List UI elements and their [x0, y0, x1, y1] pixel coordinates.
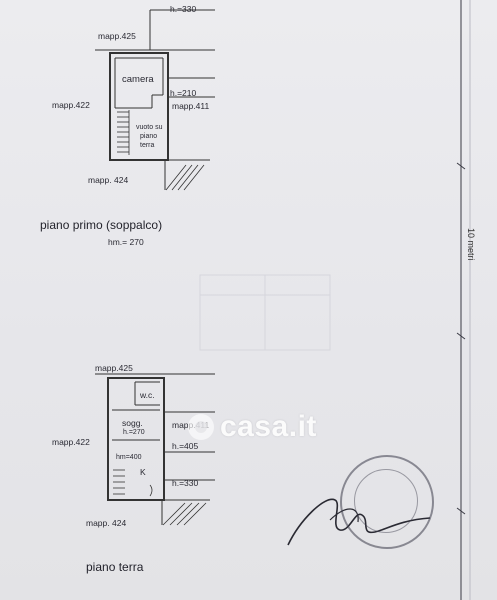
ground-k: K — [140, 467, 146, 477]
stamp-inner-ring — [354, 469, 418, 533]
casa-watermark: casa.it — [188, 410, 317, 444]
upper-void-line-3: terra — [140, 142, 155, 149]
ground-wc: w.c. — [140, 390, 155, 400]
ground-sogg: sogg. — [122, 418, 143, 428]
upper-mapp-422: mapp.422 — [52, 100, 90, 110]
casa-logo-icon — [188, 414, 214, 440]
upper-hm-270: hm.= 270 — [108, 237, 144, 247]
upper-mapp-411: mapp.411 — [172, 101, 210, 111]
upper-plan-title: piano primo (soppalco) — [40, 218, 163, 232]
scale-label: 10 metri — [466, 228, 476, 261]
upper-mapp-425: mapp.425 — [98, 31, 136, 41]
ground-mapp-425: mapp.425 — [95, 363, 133, 373]
upper-void-line-1: vuoto su — [136, 124, 163, 131]
upper-h-330: h.=330 — [170, 4, 197, 14]
ground-h-330: h.=330 — [172, 478, 199, 488]
ground-mapp-424: mapp. 424 — [86, 518, 127, 528]
upper-void-line-2: piano — [140, 133, 158, 140]
ground-hm-400: hm=400 — [116, 454, 142, 461]
ground-sogg-h: h.=270 — [123, 429, 145, 436]
upper-h-210: h.=210 — [170, 88, 197, 98]
ground-plan-title: piano terra — [86, 560, 144, 574]
upper-mapp-424: mapp. 424 — [88, 175, 129, 185]
professional-stamp — [340, 455, 434, 549]
ground-h-405: h.=405 — [172, 441, 199, 451]
watermark-text: casa.it — [220, 410, 317, 443]
ground-mapp-422: mapp.422 — [52, 437, 90, 447]
upper-room-camera: camera — [122, 74, 154, 85]
